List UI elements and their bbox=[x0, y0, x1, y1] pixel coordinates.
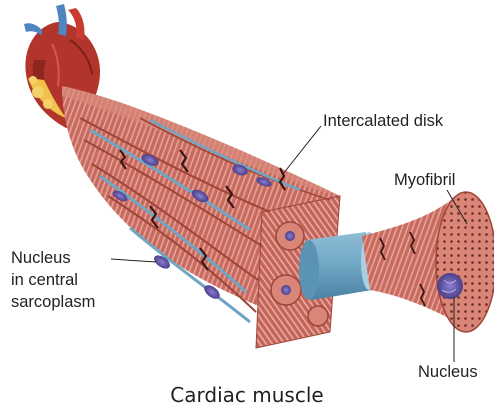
muscle-tissue-block bbox=[62, 86, 340, 348]
nucleus-central-label-line2: in central bbox=[11, 270, 78, 290]
nucleus-label: Nucleus bbox=[418, 362, 478, 382]
intercalated-disk-label: Intercalated disk bbox=[323, 111, 443, 131]
nucleus-central-label-line3: sarcoplasm bbox=[11, 292, 95, 312]
figure-caption: Cardiac muscle bbox=[0, 383, 494, 407]
nucleus-central-leader bbox=[111, 259, 156, 262]
myofibril-label: Myofibril bbox=[394, 170, 455, 190]
myofibril-illustration bbox=[362, 192, 494, 332]
intercalated-disk-leader bbox=[283, 126, 321, 174]
nucleus-central-label-line1: Nucleus bbox=[11, 248, 71, 268]
